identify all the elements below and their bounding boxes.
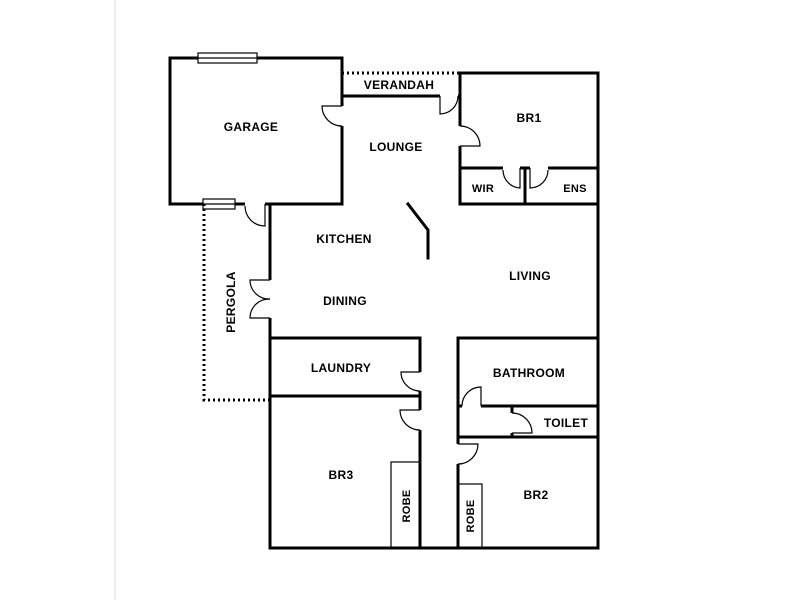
- dining-double-door: [249, 279, 274, 319]
- garage-window: [197, 52, 258, 64]
- bathroom-door: [461, 386, 482, 410]
- robe-left-outline: [390, 461, 421, 549]
- laundry-door: [400, 371, 424, 392]
- label-pergola: PERGOLA: [224, 271, 238, 332]
- garage-rear-door: [244, 200, 266, 227]
- label-living: LIVING: [509, 269, 551, 283]
- robe-right-outline: [457, 483, 483, 549]
- toilet-door: [508, 412, 533, 434]
- label-toilet: TOILET: [544, 416, 589, 430]
- wir-door: [502, 164, 521, 189]
- label-verandah: VERANDAH: [364, 78, 434, 92]
- verandah-door: [439, 92, 459, 115]
- br3-door: [399, 409, 424, 431]
- br1-walls: [458, 71, 600, 206]
- garage-lounge-door: [321, 105, 346, 127]
- ens-door: [529, 164, 549, 189]
- bathroom-walls: [456, 336, 600, 550]
- label-lounge: LOUNGE: [369, 140, 422, 154]
- label-robe-right: ROBE: [465, 500, 477, 533]
- label-bathroom: BATHROOM: [493, 366, 565, 380]
- label-dining: DINING: [323, 294, 367, 308]
- pergola-edge: [202, 204, 270, 402]
- label-ens: ENS: [563, 183, 587, 195]
- label-br1: BR1: [517, 111, 542, 125]
- label-garage: GARAGE: [224, 120, 278, 134]
- house-outer-walls: [268, 71, 600, 550]
- br2-door: [454, 443, 479, 465]
- label-br2: BR2: [524, 488, 549, 502]
- label-robe-left: ROBE: [401, 490, 413, 523]
- laundry-walls: [268, 336, 422, 398]
- label-kitchen: KITCHEN: [316, 232, 371, 246]
- br1-door: [456, 125, 481, 147]
- label-wir: WIR: [472, 183, 494, 195]
- label-br3: BR3: [329, 468, 354, 482]
- label-laundry: LAUNDRY: [311, 361, 371, 375]
- garage-lower-window: [202, 198, 236, 210]
- kitchen-bench: [405, 201, 430, 260]
